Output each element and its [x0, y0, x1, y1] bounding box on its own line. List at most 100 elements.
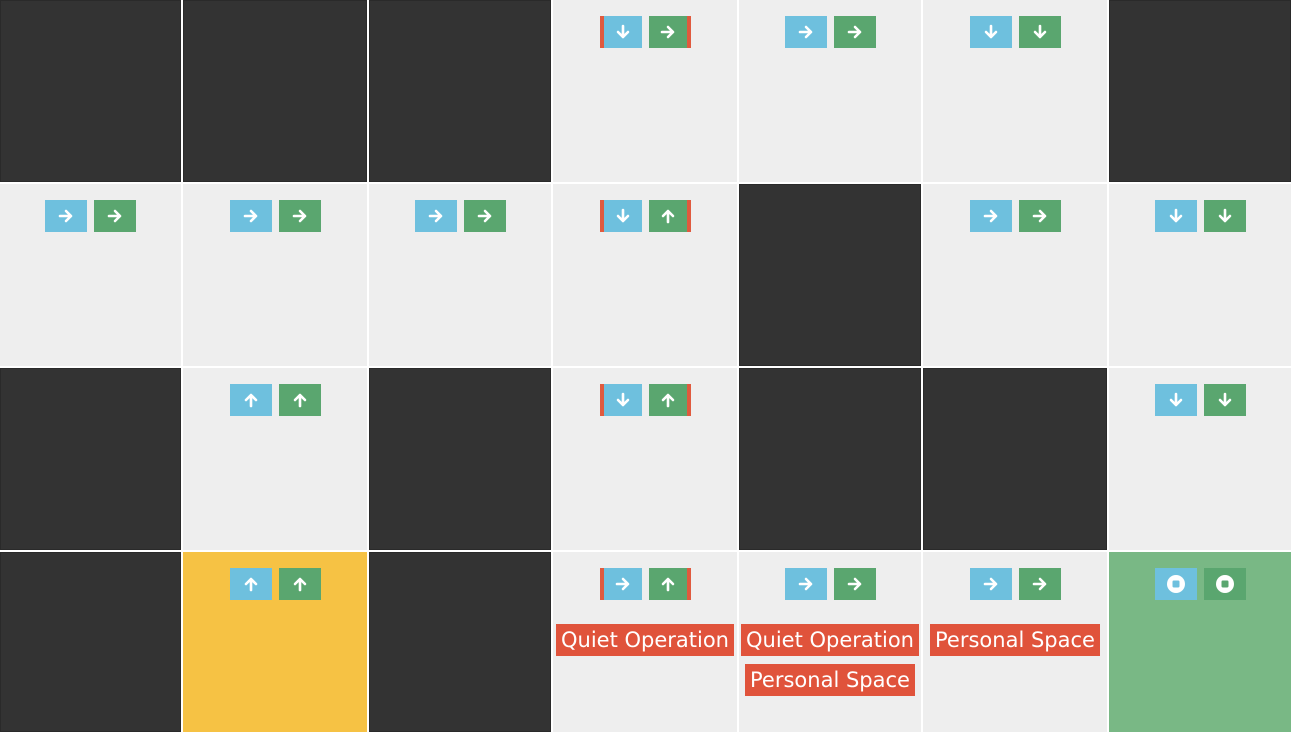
- arrow-right-icon: [847, 577, 861, 591]
- secondary-action-button[interactable]: [278, 200, 321, 232]
- primary-action-button[interactable]: [229, 384, 272, 416]
- cell-floor[interactable]: [553, 184, 737, 366]
- secondary-action-button[interactable]: [1203, 384, 1246, 416]
- cell-wall: [369, 552, 551, 732]
- secondary-action-button[interactable]: [1018, 200, 1061, 232]
- feature-tag: Quiet Operation: [555, 624, 734, 656]
- arrow-up-icon: [661, 393, 674, 408]
- arrow-down-icon: [1169, 392, 1182, 407]
- arrow-down-icon: [616, 208, 629, 223]
- primary-action-button[interactable]: [969, 568, 1012, 600]
- secondary-action-button[interactable]: [648, 568, 691, 600]
- arrow-right-icon: [983, 577, 997, 591]
- action-group: [183, 200, 367, 232]
- primary-action-button[interactable]: [229, 568, 272, 600]
- tag-list: Personal Space: [923, 624, 1107, 656]
- cell-floor[interactable]: [183, 368, 367, 550]
- primary-action-button[interactable]: [229, 200, 272, 232]
- cell-floor[interactable]: [0, 184, 181, 366]
- action-group: [183, 568, 367, 600]
- arrow-down-icon: [1218, 392, 1231, 407]
- primary-action-button[interactable]: [599, 200, 642, 232]
- stop-icon: [1215, 575, 1234, 593]
- secondary-action-button[interactable]: [648, 16, 691, 48]
- secondary-action-button[interactable]: [278, 384, 321, 416]
- arrow-down-icon: [1218, 208, 1231, 223]
- primary-action-button[interactable]: [784, 16, 827, 48]
- secondary-action-button[interactable]: [463, 200, 506, 232]
- cell-floor[interactable]: Personal Space: [923, 552, 1107, 732]
- stop-icon: [1166, 575, 1185, 593]
- arrow-up-icon: [244, 393, 257, 408]
- cell-goal[interactable]: [1109, 552, 1291, 732]
- cell-floor[interactable]: [369, 184, 551, 366]
- secondary-action-button[interactable]: [648, 200, 691, 232]
- primary-action-button[interactable]: [784, 568, 827, 600]
- action-group: [923, 568, 1107, 600]
- feature-tag: Personal Space: [930, 624, 1100, 656]
- primary-action-button[interactable]: [45, 200, 87, 232]
- primary-action-button[interactable]: [1154, 568, 1197, 600]
- secondary-action-button[interactable]: [1018, 16, 1061, 48]
- cell-floor[interactable]: [1109, 368, 1291, 550]
- arrow-right-icon: [477, 209, 491, 223]
- cell-start[interactable]: [183, 552, 367, 732]
- arrow-up-icon: [293, 393, 306, 408]
- secondary-action-button[interactable]: [1203, 568, 1246, 600]
- action-group: [369, 200, 551, 232]
- secondary-action-button[interactable]: [1018, 568, 1061, 600]
- arrow-right-icon: [798, 25, 812, 39]
- arrow-down-icon: [616, 392, 629, 407]
- action-group: [553, 16, 737, 48]
- secondary-action-button[interactable]: [648, 384, 691, 416]
- arrow-up-icon: [661, 577, 674, 592]
- action-group: [553, 568, 737, 600]
- cell-floor[interactable]: [923, 184, 1107, 366]
- primary-action-button[interactable]: [969, 200, 1012, 232]
- cell-floor[interactable]: [739, 0, 921, 182]
- secondary-action-button[interactable]: [94, 200, 136, 232]
- arrow-right-icon: [292, 209, 306, 223]
- cell-floor[interactable]: Quiet Operation: [553, 552, 737, 732]
- primary-action-button[interactable]: [1154, 200, 1197, 232]
- cell-wall: [183, 0, 367, 182]
- secondary-action-button[interactable]: [278, 568, 321, 600]
- arrow-down-icon: [1169, 208, 1182, 223]
- action-group: [1109, 568, 1291, 600]
- primary-action-button[interactable]: [599, 568, 642, 600]
- cell-wall: [923, 368, 1107, 550]
- cell-wall: [739, 368, 921, 550]
- arrow-right-icon: [428, 209, 442, 223]
- primary-action-button[interactable]: [969, 16, 1012, 48]
- cell-floor[interactable]: [553, 368, 737, 550]
- arrow-right-icon: [243, 209, 257, 223]
- primary-action-button[interactable]: [599, 16, 642, 48]
- cell-floor[interactable]: [183, 184, 367, 366]
- primary-action-button[interactable]: [414, 200, 457, 232]
- cell-floor[interactable]: [1109, 184, 1291, 366]
- cell-wall: [369, 368, 551, 550]
- secondary-action-button[interactable]: [833, 16, 876, 48]
- action-group: [553, 200, 737, 232]
- action-group: [1109, 200, 1291, 232]
- primary-action-button[interactable]: [1154, 384, 1197, 416]
- cell-wall: [0, 552, 181, 732]
- arrow-up-icon: [661, 209, 674, 224]
- cell-floor[interactable]: [923, 0, 1107, 182]
- cell-floor[interactable]: [553, 0, 737, 182]
- action-group: [739, 568, 921, 600]
- arrow-down-icon: [984, 24, 997, 39]
- arrow-up-icon: [244, 577, 257, 592]
- primary-action-button[interactable]: [599, 384, 642, 416]
- arrow-up-icon: [293, 577, 306, 592]
- secondary-action-button[interactable]: [1203, 200, 1246, 232]
- action-group: [0, 200, 181, 232]
- arrow-right-icon: [798, 577, 812, 591]
- tag-list: Quiet Operation: [553, 624, 737, 656]
- arrow-right-icon: [58, 209, 73, 223]
- secondary-action-button[interactable]: [833, 568, 876, 600]
- arrow-right-icon: [847, 25, 861, 39]
